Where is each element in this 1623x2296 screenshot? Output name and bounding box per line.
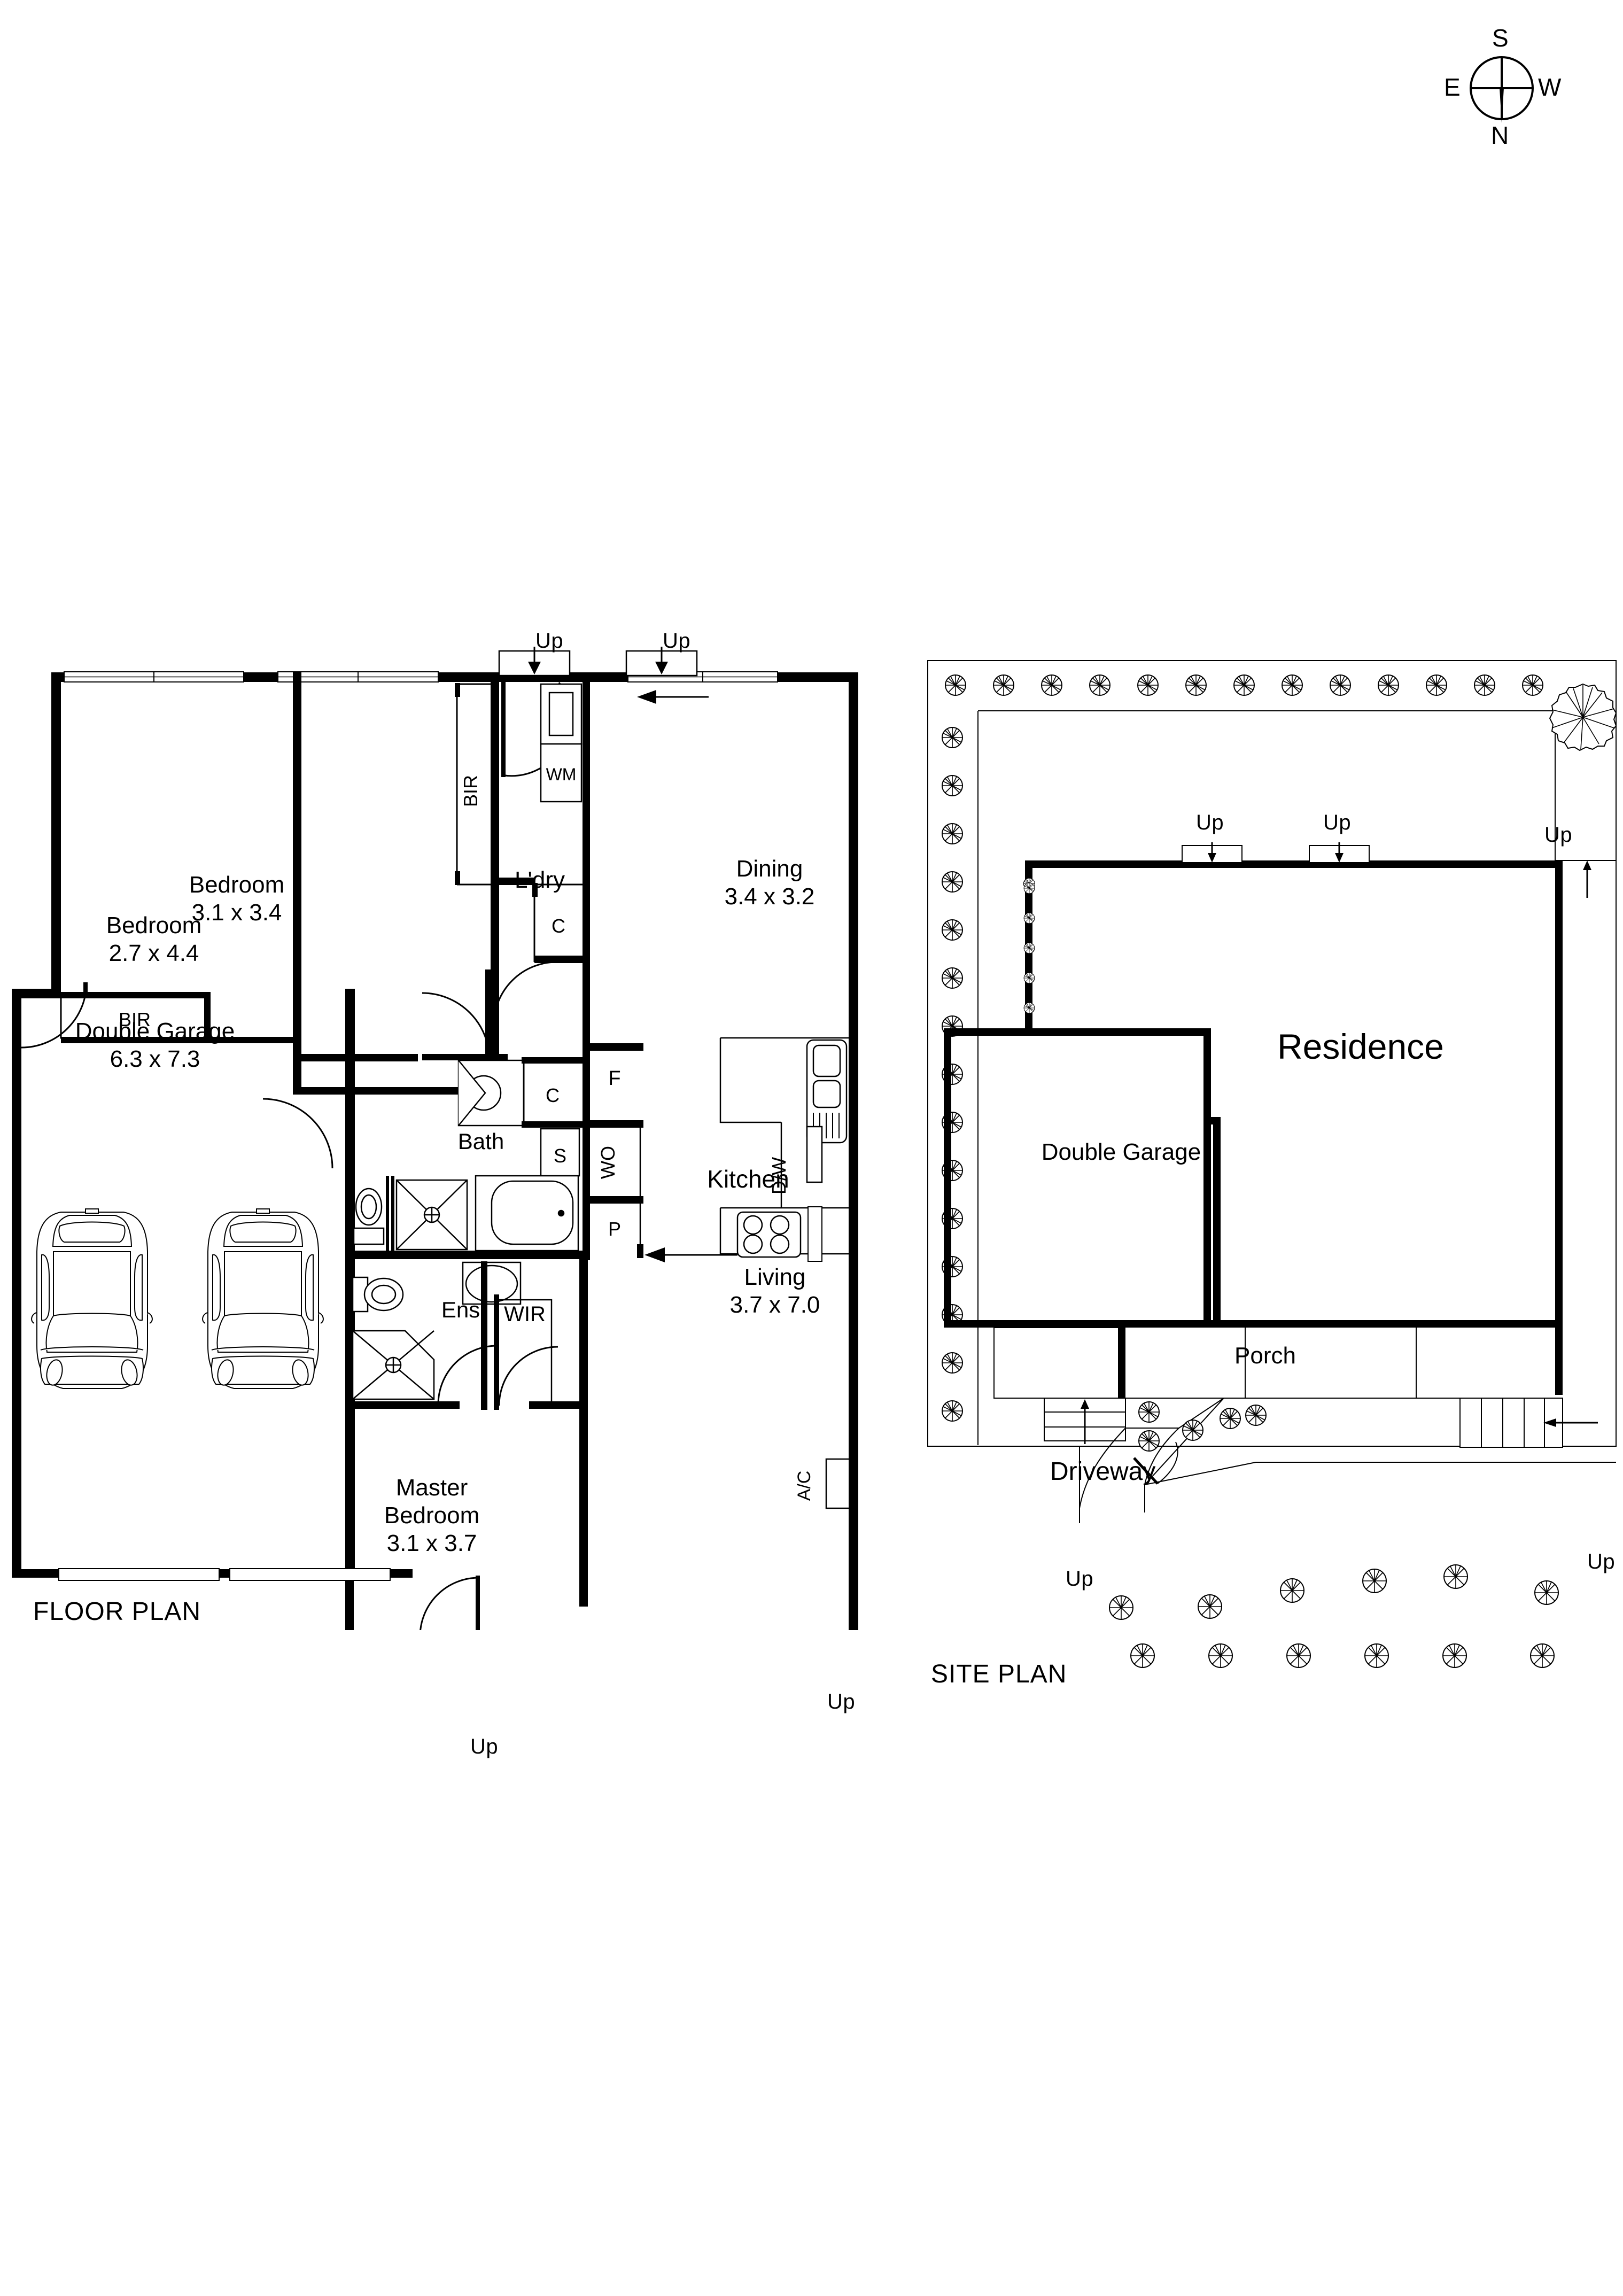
svg-text:WM: WM [546, 765, 577, 784]
site-plan-drawing [925, 657, 1619, 1566]
svg-text:BIR: BIR [119, 1009, 151, 1030]
bedroom2-name: Bedroom [106, 912, 202, 938]
compass-label-top: S [1492, 24, 1509, 52]
site-garage-line1: Double Garage [1041, 1139, 1201, 1165]
up-label-porch-steps: Up [470, 1735, 499, 1758]
svg-text:WIR: WIR [504, 1302, 546, 1326]
bedroom2-dims: 2.7 x 4.4 [108, 940, 199, 966]
room-label-garage: Double Garage 6.3 x 7.3 [11, 1018, 299, 1073]
floor-plan-drawing: BIR WM C [0, 641, 908, 1630]
svg-text:Ens: Ens [441, 1297, 480, 1322]
svg-text:BIR: BIR [460, 775, 482, 807]
bedroom3-name: Bedroom [189, 872, 285, 898]
dining-name: Dining [736, 856, 803, 882]
room-label-laundry: L'dry [515, 867, 565, 893]
site-label-double-garage: Double Garage [1041, 1138, 1201, 1167]
svg-text:P: P [608, 1218, 621, 1240]
site-plan-garden-bed [1085, 1545, 1619, 1684]
room-label-living: Living 3.7 x 7.0 [689, 1263, 860, 1319]
compass-rose: S N E W [1443, 21, 1562, 155]
floor-plan-title: FLOOR PLAN [33, 1597, 201, 1626]
garage-name: Double Garage [75, 1018, 235, 1044]
svg-text:D/W: D/W [768, 1157, 790, 1194]
svg-text:A/C: A/C [794, 1471, 814, 1501]
garage-dims: 6.3 x 7.3 [110, 1045, 200, 1072]
svg-text:S: S [554, 1145, 566, 1167]
room-label-dining: Dining 3.4 x 3.2 [663, 855, 876, 911]
dining-dims: 3.4 x 3.2 [724, 883, 815, 910]
svg-text:Bedroom: Bedroom [384, 1502, 480, 1529]
svg-text:Bath: Bath [458, 1129, 504, 1154]
svg-text:Kitchen: Kitchen [707, 1165, 789, 1193]
living-name: Living [744, 1264, 806, 1290]
up-label-laundry: Up [535, 629, 564, 653]
svg-text:C: C [552, 915, 565, 937]
svg-text:WO: WO [597, 1146, 619, 1179]
site-label-driveway: Driveway [1050, 1457, 1156, 1486]
site-plan-title: SITE PLAN [931, 1660, 1067, 1688]
svg-text:Master: Master [396, 1475, 468, 1501]
site-up-label-rear-right: Up [1323, 811, 1352, 834]
compass-label-bottom: N [1491, 121, 1509, 149]
room-label-bedroom2: Bedroom 2.7 x 4.4 [63, 912, 245, 967]
compass-label-left: E [1444, 73, 1461, 101]
site-up-label-porch-steps: Up [1066, 1567, 1094, 1591]
room-label-bedroom3: Bedroom 3.1 x 3.4 [95, 871, 378, 927]
bedroom3-dims: 3.1 x 3.4 [191, 899, 282, 926]
svg-text:C: C [546, 1084, 560, 1106]
up-label-entry-steps: Up [827, 1690, 856, 1713]
site-label-residence: Residence [1277, 1027, 1444, 1066]
site-up-label-right-top: Up [1544, 823, 1573, 847]
up-label-dining: Up [663, 629, 691, 653]
site-label-porch: Porch [1234, 1343, 1296, 1369]
svg-text:3.1 x 3.7: 3.1 x 3.7 [387, 1530, 477, 1556]
site-up-label-front-steps: Up [1587, 1550, 1616, 1573]
living-dims: 3.7 x 7.0 [729, 1291, 820, 1318]
compass-label-right: W [1538, 73, 1562, 101]
site-up-label-rear-left: Up [1196, 811, 1224, 834]
svg-text:F: F [608, 1067, 620, 1090]
